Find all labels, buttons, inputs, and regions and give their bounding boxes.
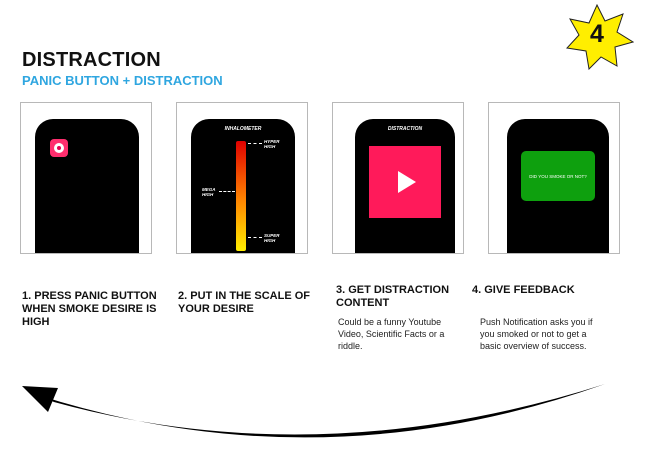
step-number-badge: 4 bbox=[560, 3, 635, 71]
step-4-description: Push Notification asks you if you smoked… bbox=[480, 317, 593, 351]
step-4-title: 4. GIVE FEEDBACK bbox=[472, 284, 575, 296]
feedback-prompt-button[interactable]: DID YOU SMOKE OR NOT? bbox=[521, 151, 595, 201]
phone-screen: INHALOMETER HYPER HIGH MEGA HIGH SUPER H… bbox=[191, 119, 295, 253]
distraction-title: DISTRACTION bbox=[387, 126, 423, 132]
scale-label-top: HYPER HIGH bbox=[264, 139, 280, 149]
screen-distraction-frame: DISTRACTION bbox=[332, 102, 464, 254]
phone-screen bbox=[35, 119, 139, 253]
phone-screen: DID YOU SMOKE OR NOT? bbox=[507, 119, 609, 253]
step-3-description: Could be a funny Youtube Video, Scientif… bbox=[338, 317, 445, 351]
star-icon bbox=[565, 3, 635, 71]
inhalometer-title: INHALOMETER bbox=[224, 126, 262, 132]
step-1-title: 1. PRESS PANIC BUTTON WHEN SMOKE DESIRE … bbox=[22, 290, 157, 328]
play-icon[interactable] bbox=[398, 171, 416, 193]
video-player[interactable] bbox=[369, 146, 441, 218]
phone-screen: DISTRACTION bbox=[355, 119, 455, 253]
scale-label-mid: MEGA HIGH bbox=[202, 187, 216, 197]
scale-tick bbox=[219, 191, 235, 192]
desire-scale-slider[interactable] bbox=[236, 141, 246, 251]
page-title: DISTRACTION bbox=[22, 49, 161, 71]
curved-arrow-icon bbox=[22, 384, 605, 438]
step-2-title: 2. PUT IN THE SCALE OF YOUR DESIRE bbox=[178, 290, 311, 315]
scale-label-bottom: SUPER HIGH bbox=[264, 233, 280, 243]
scale-tick bbox=[248, 237, 262, 238]
page-subtitle: PANIC BUTTON + DISTRACTION bbox=[22, 73, 223, 88]
badge-number: 4 bbox=[590, 20, 604, 48]
cycle-arrow bbox=[20, 380, 624, 455]
step-3-title: 3. GET DISTRACTION CONTENT bbox=[336, 284, 450, 309]
panic-button-icon[interactable] bbox=[50, 139, 68, 157]
screen-feedback-frame: DID YOU SMOKE OR NOT? bbox=[488, 102, 620, 254]
screen-panic-frame bbox=[20, 102, 152, 254]
scale-tick bbox=[248, 143, 262, 144]
screen-scale-frame: INHALOMETER HYPER HIGH MEGA HIGH SUPER H… bbox=[176, 102, 308, 254]
